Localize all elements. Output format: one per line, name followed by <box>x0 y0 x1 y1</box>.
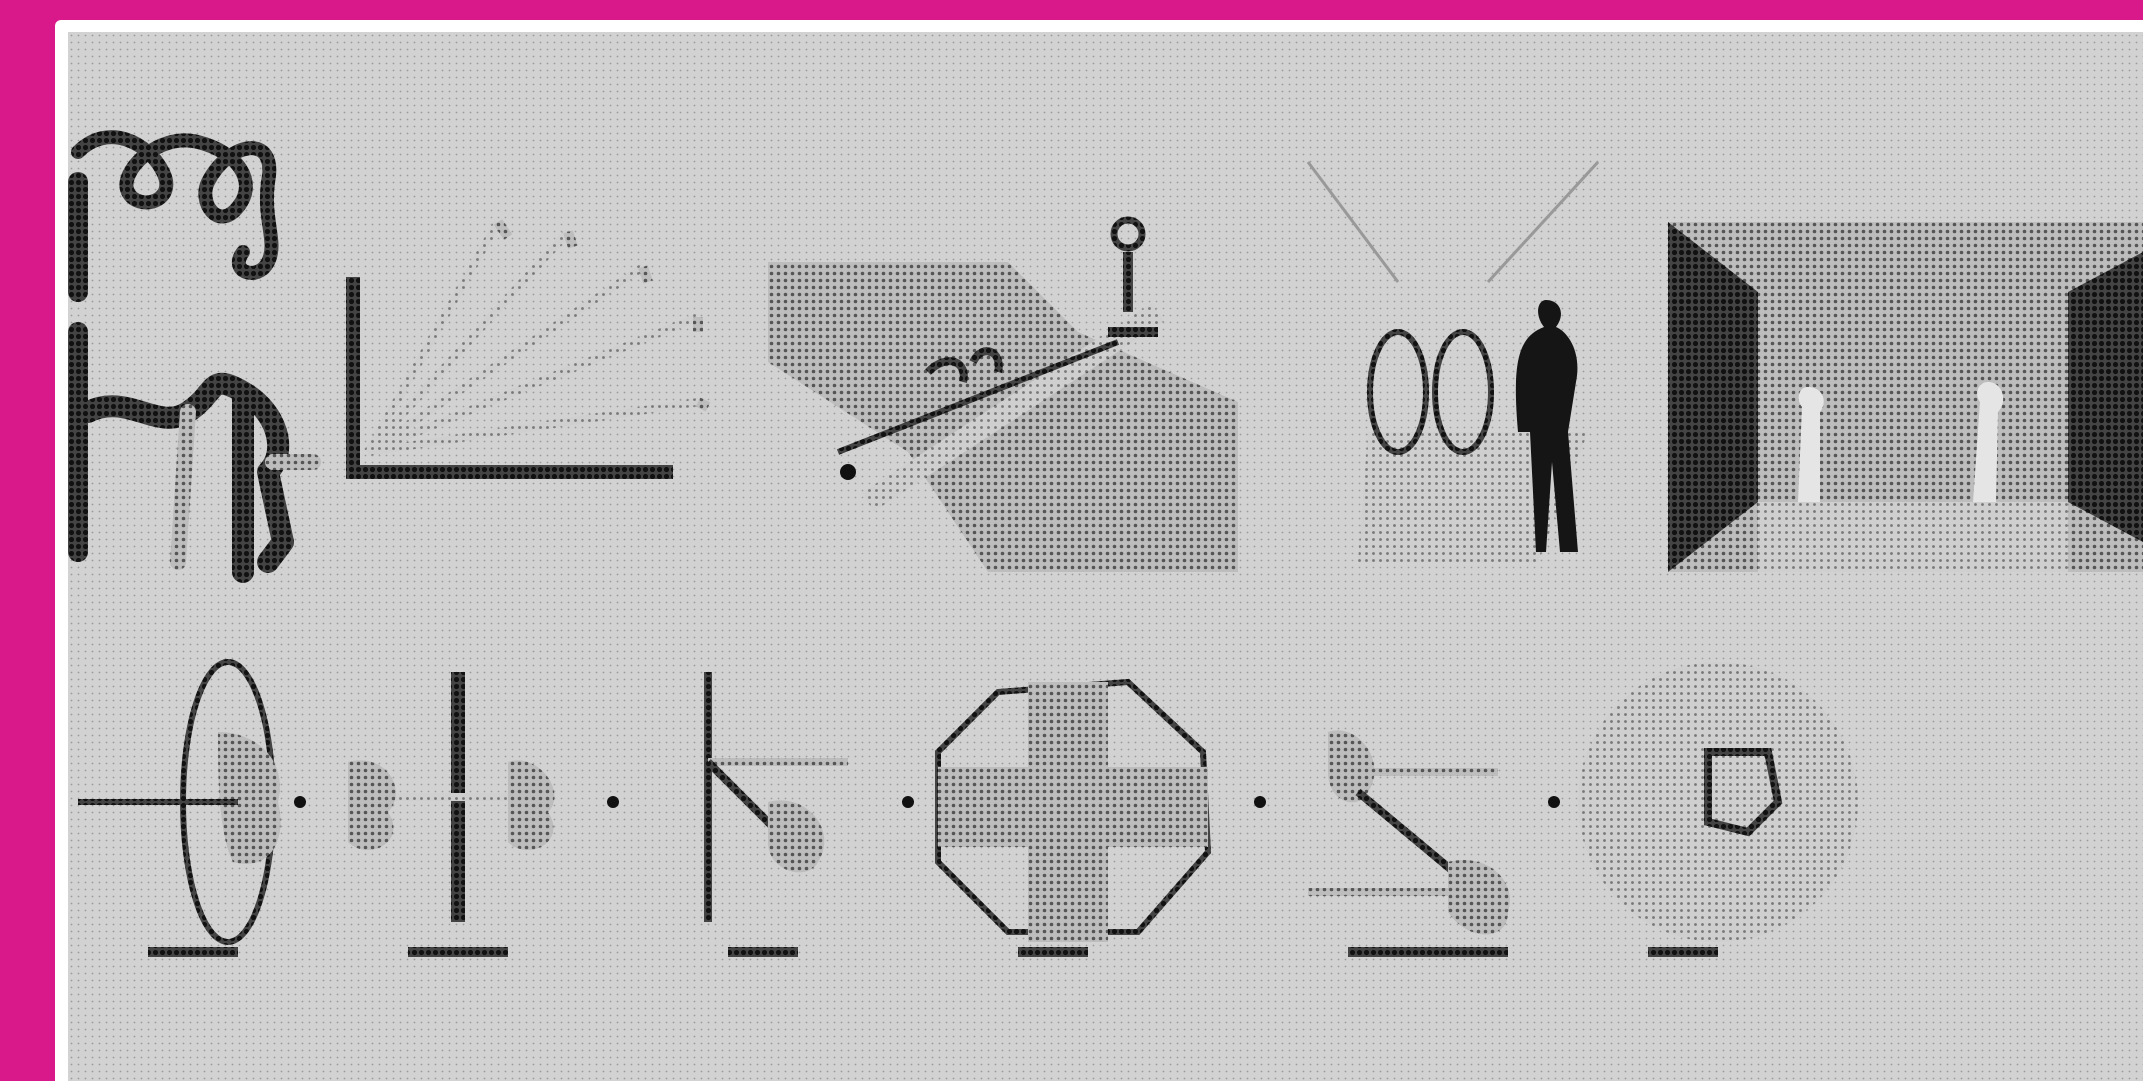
circle-with-shape-glyph <box>1578 662 1858 957</box>
crossing-line-glyphs <box>348 672 619 957</box>
cross-in-octagon-glyph <box>935 678 1266 957</box>
dark-room-with-figures <box>1668 222 2143 572</box>
diagonal-arrows-glyph <box>1308 730 1560 957</box>
fan-of-arrows-diagram <box>346 219 711 479</box>
raking-light-projection <box>768 216 1238 572</box>
ellipse-with-hand-glyph <box>78 659 306 957</box>
angle-with-arrow-glyph <box>704 672 914 957</box>
halftone-artwork <box>68 32 2143 1081</box>
figure-sketches <box>68 130 321 583</box>
figure-beside-projection <box>1306 160 1600 562</box>
